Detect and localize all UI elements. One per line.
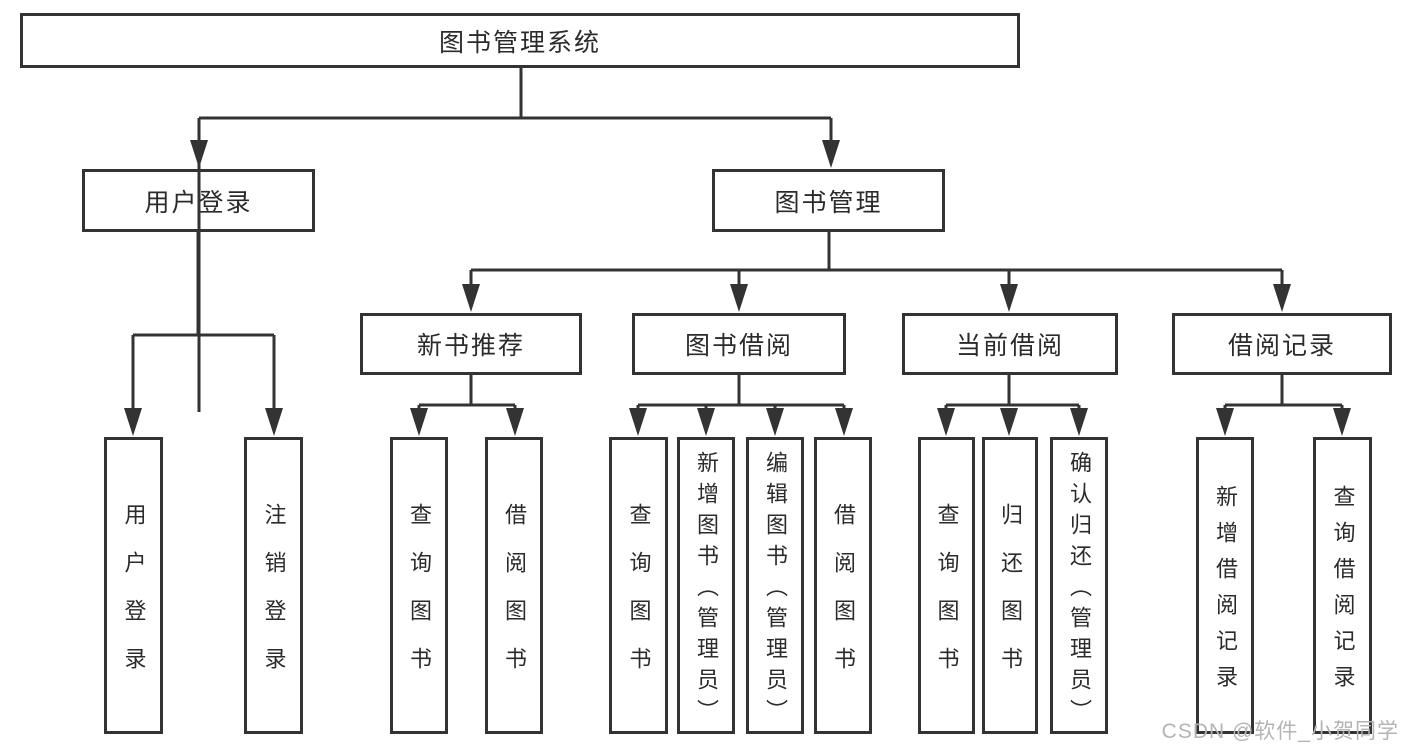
connector-current-borrowing-children: [937, 375, 1088, 436]
node-borrow-books: 借阅图书: [814, 437, 872, 734]
node-add-books-admin: 新增图书（管理员）: [677, 437, 735, 734]
node-label: 借阅图书: [502, 502, 527, 695]
node-label: 图书管理: [774, 188, 883, 217]
node-logout: 注销登录: [244, 437, 303, 734]
node-user-login-leaf: 用户登录: [104, 437, 163, 734]
connector-root-to-level2: [190, 66, 840, 412]
node-label: 借阅图书: [831, 502, 856, 695]
node-book-borrowing: 图书借阅: [632, 313, 846, 375]
connector-book-management-children: [462, 232, 1291, 312]
node-query-books-recommend: 查询图书: [390, 437, 448, 734]
node-label: 查询图书: [407, 502, 432, 695]
connector-user-login-children: [124, 232, 283, 436]
node-confirm-return-admin: 确认归还（管理员）: [1050, 437, 1108, 734]
node-current-borrowing: 当前借阅: [902, 313, 1118, 375]
node-label: 查询借阅记录: [1330, 484, 1356, 701]
node-label: 新书推荐: [416, 332, 525, 360]
node-query-books-current: 查询图书: [918, 437, 975, 734]
node-add-borrow-record: 新增借阅记录: [1196, 437, 1254, 734]
connector-borrowing-records-children: [1216, 375, 1351, 436]
node-label: 确认归还（管理员）: [1067, 450, 1092, 730]
node-borrowing-records: 借阅记录: [1172, 313, 1392, 375]
node-label: 用户登录: [144, 188, 253, 217]
node-label: 编辑图书（管理员）: [763, 450, 788, 730]
connector-book-borrowing-children: [629, 375, 853, 436]
node-borrow-books-recommend: 借阅图书: [485, 437, 543, 734]
node-label: 新增借阅记录: [1213, 484, 1238, 701]
node-label: 新增图书（管理员）: [694, 450, 719, 730]
node-label: 注销登录: [261, 502, 287, 695]
node-label: 借阅记录: [1227, 332, 1336, 360]
node-book-management-system: 图书管理系统: [20, 13, 1020, 68]
node-query-books-borrowing: 查询图书: [609, 437, 668, 734]
node-label: 图书管理系统: [438, 28, 601, 57]
node-query-borrow-record: 查询借阅记录: [1313, 437, 1372, 734]
node-new-book-recommend: 新书推荐: [360, 313, 582, 375]
node-label: 归还图书: [998, 502, 1023, 695]
watermark: CSDN @软件_小贺同学: [1161, 720, 1399, 743]
node-label: 图书借阅: [684, 332, 793, 360]
node-label: 用户登录: [121, 502, 147, 695]
node-label: 当前借阅: [955, 332, 1064, 360]
node-label: 查询图书: [626, 502, 652, 695]
node-return-books: 归还图书: [982, 437, 1038, 734]
node-edit-books-admin: 编辑图书（管理员）: [746, 437, 804, 734]
connector-new-book-recommend-children: [410, 375, 524, 436]
node-book-management: 图书管理: [712, 169, 945, 232]
node-label: 查询图书: [934, 502, 960, 695]
node-user-login: 用户登录: [82, 169, 315, 232]
